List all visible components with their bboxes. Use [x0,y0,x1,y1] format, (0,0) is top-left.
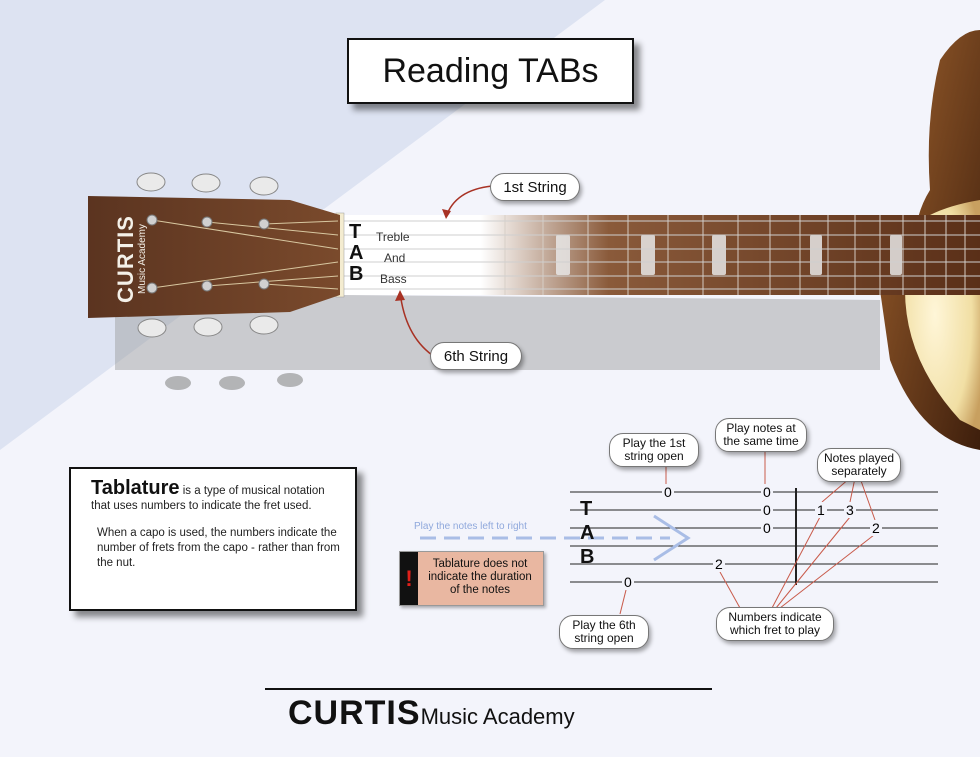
neck-word-and: And [384,251,406,265]
tab-note: 3 [844,502,856,518]
headstock-logo: CURTIS Music Academy [113,199,148,319]
neck-tab-letters: T A B [349,222,363,285]
tab-note: 2 [870,520,882,536]
page-title: Reading TABs [347,38,634,104]
callout-play-sixth-open: Play the 6th string open [559,615,649,649]
footer-brand: CURTIS [288,694,421,732]
headstock-sub: Music Academy [137,223,148,295]
tab-note: 0 [662,484,674,500]
tablature-info-box: Tablature is a type of musical notation … [69,467,357,611]
neck-letter-a: A [349,242,364,264]
neck-word-bass: Bass [380,272,407,286]
direction-label: Play the notes left to right [414,521,527,532]
warning-line-3: of the notes [449,584,511,596]
neck-word-treble: Treble [376,230,410,244]
tab-note: 0 [761,502,773,518]
exclamation-icon: ! [400,552,418,605]
tab-note: 2 [713,556,725,572]
callout-play-first-open: Play the 1st string open [609,433,699,467]
tab-note: 0 [622,574,634,590]
neck-letter-b: B [349,263,364,285]
neck-tab-words: Treble And Bass [376,227,410,290]
example-letter-b: B [580,546,595,568]
callout-numbers-indicate: Numbers indicate which fret to play [716,607,834,641]
sixth-string-callout: 6th String [430,342,522,370]
info-para2: When a capo is used, the numbers indicat… [97,527,340,569]
footer-logo: CURTISMusic Academy [288,694,708,733]
example-letter-a: A [580,522,595,544]
info-para1: is a type of musical notation that uses … [91,485,325,512]
tab-note: 0 [761,484,773,500]
warning-line-2: indicate the duration [428,571,532,583]
duration-warning: ! Tablature does not indicate the durati… [399,551,544,606]
info-heading: Tablature [91,477,180,499]
example-letter-t: T [580,498,593,520]
footer-sub: Music Academy [420,704,575,729]
first-string-callout: 1st String [490,173,580,201]
headstock-brand: CURTIS [113,215,138,303]
tab-note: 1 [815,502,827,518]
example-tab-letters: T A B [580,497,594,569]
callout-notes-separately: Notes played separately [817,448,901,482]
warning-line-1: Tablature does not [432,558,528,570]
neck-letter-t: T [349,221,362,243]
tab-note: 0 [761,520,773,536]
callout-same-time: Play notes at the same time [715,418,807,452]
